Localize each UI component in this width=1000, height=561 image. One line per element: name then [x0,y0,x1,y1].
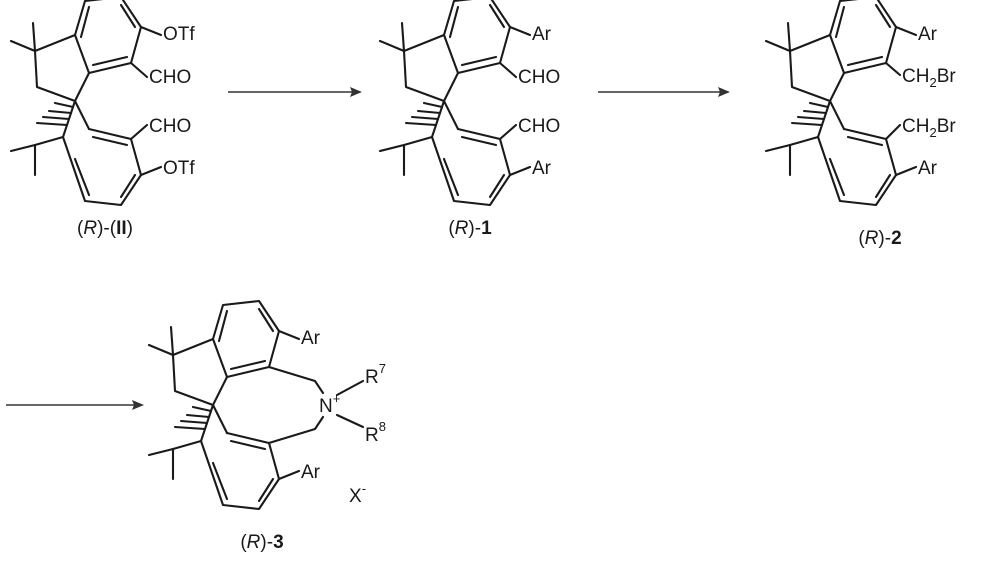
compound-caption-3: (R)-3 [240,532,283,553]
cho-upper-label: CHO [149,67,191,88]
counterion-label: X- [349,481,366,507]
bond-otf-bottom [139,165,163,177]
bond-ar-top [508,25,532,37]
ar-top-label: Ar [532,24,552,45]
spirobiindane-core [378,0,512,207]
otf-top-label: OTf [163,24,195,45]
spirobiindane-core [764,0,898,207]
bond-cho-lower [498,123,518,141]
bond-ar-bottom [508,165,532,177]
ch2br-upper-label: CH2Br [902,66,956,90]
cho-upper-label: CHO [518,67,560,88]
bond-ar-bottom [894,165,918,177]
bond-n-r7 [335,379,365,397]
bond-otf-top [139,25,163,37]
bond-n-r8 [335,413,365,429]
compound-II: OTf CHO CHO OTf [9,0,195,207]
r7-label: R7 [365,361,386,388]
bond-ar-bottom [277,469,301,481]
bond-ch2br-lower [884,123,902,141]
bond-ch2br-upper [884,61,902,77]
spirobiindane-core [147,299,281,511]
ar-bottom-label: Ar [532,158,552,179]
bond-ar-top [277,329,301,341]
ar-bottom-label: Ar [918,158,938,179]
otf-bottom-label: OTf [163,158,195,179]
bond-cho-upper [498,61,518,79]
compound-3: Ar N+ R7 R8 Ar X- [147,299,386,511]
reaction-arrow-2 [598,87,730,97]
ar-bottom-label: Ar [301,462,321,483]
azepinium-ring [267,365,325,445]
bond-cho-lower [129,123,149,141]
reaction-arrow-1 [228,87,362,97]
compound-caption-1: (R)-1 [448,218,492,239]
compound-2: Ar CH2Br CH2Br Ar [764,0,956,207]
nitrogen-label: N+ [319,391,340,417]
cho-lower-label: CHO [149,116,191,137]
compound-caption-2: (R)-2 [858,228,901,249]
spirobiindane-core [9,0,143,207]
ar-top-label: Ar [301,328,321,349]
bond-cho-upper [129,61,149,79]
compound-caption-II: (R)-(II) [77,218,133,239]
bond-ar-top [894,25,918,37]
compound-1: Ar CHO CHO Ar [378,0,560,207]
ch2br-lower-label: CH2Br [902,116,956,140]
cho-lower-label: CHO [518,116,560,137]
reaction-arrow-3 [6,400,144,410]
ar-top-label: Ar [918,24,938,45]
r8-label: R8 [365,419,386,446]
